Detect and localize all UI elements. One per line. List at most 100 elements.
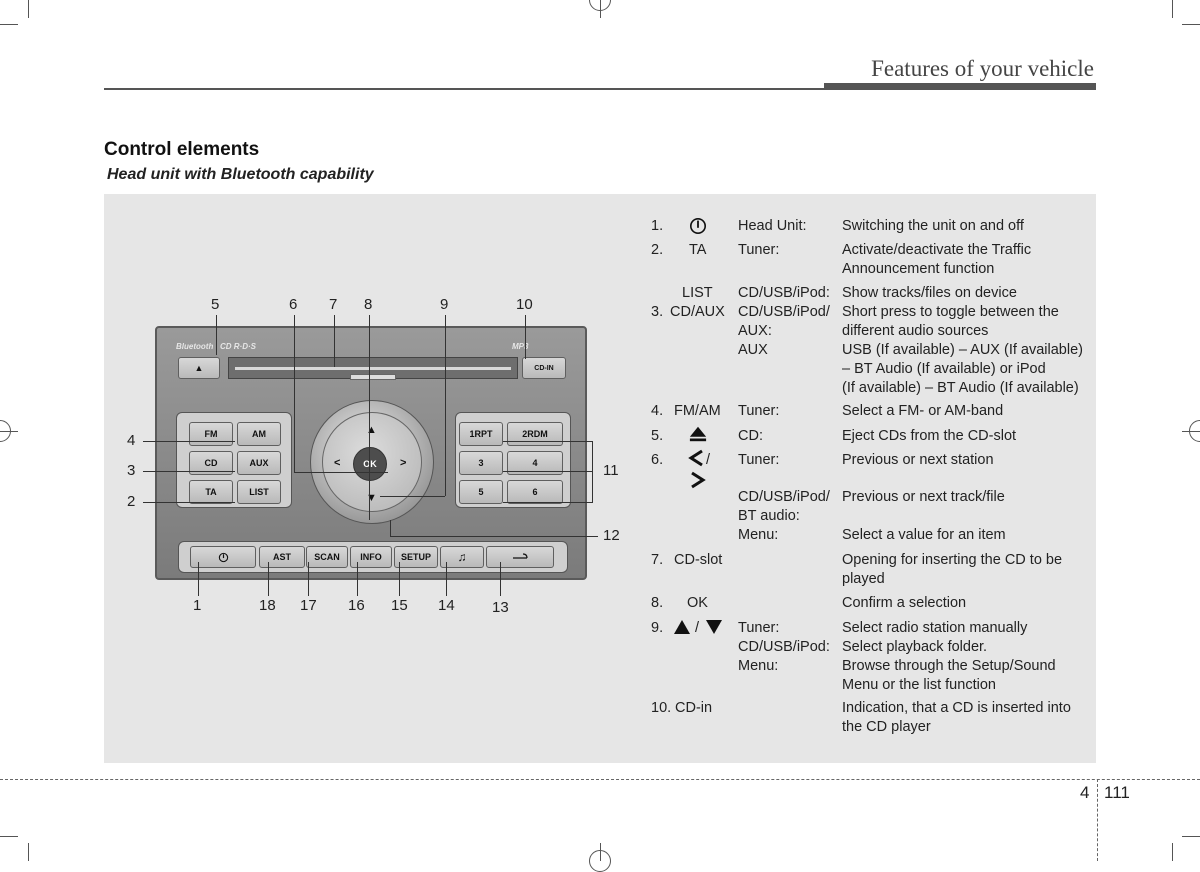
legend-3-desc-line: (If available) – BT Audio (If available) bbox=[842, 380, 1079, 396]
registration-mark bbox=[1182, 431, 1200, 432]
callout-line bbox=[369, 315, 370, 520]
legend-9-source-line: CD/USB/iPod: bbox=[738, 639, 830, 655]
callout-12: 12 bbox=[603, 527, 620, 544]
legend-6-source-line: Menu: bbox=[738, 527, 779, 543]
legend-6-source: Tuner: CD/USB/iPod/ BT audio: Menu: bbox=[738, 451, 830, 545]
legend-3-num: 3. bbox=[651, 304, 664, 320]
legend-9-desc: Select radio station manually Select pla… bbox=[842, 619, 1056, 695]
preset-2-button: 2RDM bbox=[507, 422, 563, 446]
legend-4-num: 4. bbox=[651, 403, 664, 419]
rds-logo: CD R·D·S bbox=[220, 342, 256, 351]
legend-5-num: 5. bbox=[651, 428, 664, 444]
legend-9-source: Tuner: CD/USB/iPod: Menu: bbox=[738, 619, 830, 676]
cd-in-lamp bbox=[350, 374, 396, 380]
legend-6-spacer bbox=[738, 470, 830, 488]
legend-6-spacer bbox=[842, 470, 1006, 488]
callout-line bbox=[592, 441, 593, 503]
registration-mark bbox=[600, 843, 601, 861]
triangle-up-icon bbox=[673, 619, 691, 635]
legend-7-desc-line: Opening for inserting the CD to be bbox=[842, 552, 1063, 568]
chevron-left-icon bbox=[688, 449, 704, 467]
legend-9-num: 9. bbox=[651, 620, 664, 636]
callout-5: 5 bbox=[211, 296, 220, 313]
callout-1: 1 bbox=[193, 597, 202, 614]
info-button: INFO bbox=[350, 546, 392, 568]
legend-2-key: TA bbox=[689, 242, 707, 258]
callout-line bbox=[390, 536, 598, 537]
callout-line bbox=[380, 496, 445, 497]
legend-3-source-line: CD/USB/iPod: bbox=[738, 285, 830, 301]
callout-line bbox=[143, 502, 235, 503]
callout-3: 3 bbox=[127, 462, 136, 479]
legend-3-desc-line: different audio sources bbox=[842, 323, 989, 339]
mp3-logo: MP3 bbox=[512, 342, 529, 351]
legend-8-desc: Confirm a selection bbox=[842, 595, 967, 611]
legend-4-source: Tuner: bbox=[738, 403, 780, 419]
legend-2-num: 2. bbox=[651, 242, 664, 258]
up-arrow-icon: ▲ bbox=[366, 424, 377, 436]
legend-3-key-cdaux: CD/AUX bbox=[670, 304, 725, 320]
legend-2-desc-line: Announcement function bbox=[842, 261, 995, 277]
legend-9-source-line: Menu: bbox=[738, 658, 779, 674]
legend-6-source-line: Tuner: bbox=[738, 452, 780, 468]
legend-3-source-line: CD/USB/iPod/ bbox=[738, 304, 830, 320]
callout-14: 14 bbox=[438, 597, 455, 614]
legend-10-key: CD-in bbox=[675, 700, 713, 716]
bluetooth-logo: Bluetooth bbox=[176, 342, 214, 351]
preset-5-button: 5 bbox=[459, 480, 503, 504]
footer-divider bbox=[1097, 779, 1098, 861]
crop-mark bbox=[1172, 843, 1173, 861]
return-icon bbox=[513, 553, 528, 559]
legend-6-source-line: CD/USB/iPod/ bbox=[738, 489, 830, 505]
legend-3-desc-line: USB (If available) – AUX (If available) bbox=[842, 342, 1083, 358]
ta-button: TA bbox=[189, 480, 233, 504]
callout-line bbox=[390, 520, 391, 536]
legend-5-desc: Eject CDs from the CD-slot bbox=[842, 428, 1017, 444]
callout-line bbox=[503, 502, 593, 503]
legend-1-num: 1. bbox=[651, 218, 664, 234]
power-button bbox=[190, 546, 256, 568]
legend-6-num: 6. bbox=[651, 452, 664, 468]
callout-line bbox=[268, 562, 269, 596]
ok-button: OK bbox=[353, 447, 387, 481]
legend-6-source-line: BT audio: bbox=[738, 508, 800, 524]
power-icon bbox=[218, 552, 228, 562]
callout-line bbox=[294, 472, 388, 473]
callout-line bbox=[216, 315, 217, 355]
callout-line bbox=[399, 562, 400, 596]
eject-button: ▲ bbox=[178, 357, 220, 379]
legend-1-source: Head Unit: bbox=[738, 218, 807, 234]
legend-10-desc-line: the CD player bbox=[842, 719, 931, 735]
callout-16: 16 bbox=[348, 597, 365, 614]
legend-3-desc-line: Short press to toggle between the bbox=[842, 304, 1059, 320]
callout-18: 18 bbox=[259, 597, 276, 614]
callout-line bbox=[308, 562, 309, 596]
legend-6-spacer bbox=[842, 507, 1006, 526]
callout-8: 8 bbox=[364, 296, 373, 313]
eject-icon bbox=[689, 425, 707, 443]
left-arrow-icon: < bbox=[334, 457, 341, 469]
page-number: 111 bbox=[1104, 783, 1130, 802]
callout-line bbox=[294, 315, 295, 472]
callout-7: 7 bbox=[329, 296, 338, 313]
ast-button: AST bbox=[259, 546, 305, 568]
aux-button: AUX bbox=[237, 451, 281, 475]
callout-15: 15 bbox=[391, 597, 408, 614]
callout-line bbox=[143, 471, 235, 472]
list-button: LIST bbox=[237, 480, 281, 504]
back-button bbox=[486, 546, 554, 568]
legend-9-separator: / bbox=[695, 620, 700, 636]
callout-13: 13 bbox=[492, 599, 509, 616]
legend-4-desc: Select a FM- or AM-band bbox=[842, 403, 1004, 419]
legend-9-desc-line: Browse through the Setup/Sound bbox=[842, 658, 1056, 674]
cd-in-indicator: CD-IN bbox=[522, 357, 566, 379]
preset-1-button: 1RPT bbox=[459, 422, 503, 446]
setup-button: SETUP bbox=[394, 546, 438, 568]
power-icon bbox=[689, 217, 707, 235]
header-rule-thick bbox=[824, 83, 1096, 90]
right-arrow-icon: > bbox=[400, 457, 407, 469]
callout-line bbox=[503, 441, 593, 442]
registration-mark bbox=[0, 431, 18, 432]
scan-button: SCAN bbox=[306, 546, 348, 568]
legend-2-desc: Activate/deactivate the Traffic Announce… bbox=[842, 241, 1031, 279]
